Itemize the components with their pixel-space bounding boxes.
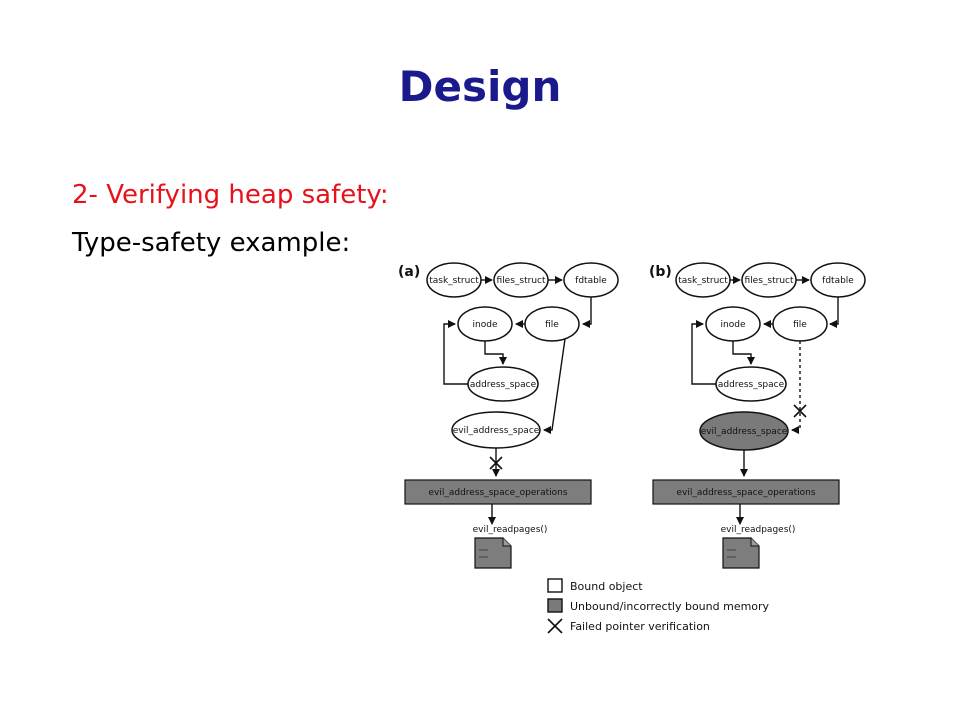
node-label: file xyxy=(545,320,559,330)
node-label: inode xyxy=(473,320,498,330)
document-icon xyxy=(722,537,760,569)
legend-item-bound: Bound object xyxy=(547,578,643,593)
slide-body-line: Type-safety example: xyxy=(72,228,351,258)
node-a-file: file xyxy=(524,306,580,342)
node-label: file xyxy=(793,320,807,330)
node-b-evil-ops: evil_address_space_operations xyxy=(652,479,840,505)
legend-item-failed: Failed pointer verification xyxy=(547,618,710,634)
node-b-task-struct: task_struct xyxy=(675,262,731,298)
node-a-fdtable: fdtable xyxy=(563,262,619,298)
panel-b-label: (b) xyxy=(649,264,672,280)
edge xyxy=(732,341,755,365)
node-label: fdtable xyxy=(822,276,854,286)
legend-label: Failed pointer verification xyxy=(570,620,710,633)
legend-item-unbound: Unbound/incorrectly bound memory xyxy=(547,598,770,613)
node-label: evil_address_space_operations xyxy=(428,488,567,498)
node-label: files_struct xyxy=(497,276,546,286)
panel-a-label: (a) xyxy=(398,264,420,280)
failed-verification-icon xyxy=(489,456,503,470)
failed-verification-icon xyxy=(547,618,563,634)
node-label: evil_address_space xyxy=(701,427,788,437)
edge xyxy=(829,297,839,328)
slide-subtitle: 2- Verifying heap safety: xyxy=(72,180,389,210)
node-b-address-space: address_space xyxy=(715,366,787,402)
node-a-evil-ops: evil_address_space_operations xyxy=(404,479,592,505)
node-a-task-struct: task_struct xyxy=(426,262,482,298)
node-a-address-space: address_space xyxy=(467,366,539,402)
node-b-files-struct: files_struct xyxy=(741,262,797,298)
node-label: inode xyxy=(721,320,746,330)
edge xyxy=(582,297,592,328)
node-label: task_struct xyxy=(678,276,728,286)
node-b-fdtable: fdtable xyxy=(810,262,866,298)
node-label: fdtable xyxy=(575,276,607,286)
legend-label: Unbound/incorrectly bound memory xyxy=(570,600,770,613)
legend-label: Bound object xyxy=(570,580,643,593)
document-icon xyxy=(474,537,512,569)
legend: Bound object Unbound/incorrectly bound m… xyxy=(547,578,770,634)
node-b-evil-readpages: evil_readpages() xyxy=(721,525,796,535)
node-label: evil_address_space_operations xyxy=(676,488,815,498)
node-b-inode: inode xyxy=(705,306,761,342)
node-a-inode: inode xyxy=(457,306,513,342)
node-a-evil-readpages: evil_readpages() xyxy=(473,525,548,535)
node-label: address_space xyxy=(470,380,537,390)
edge xyxy=(543,338,566,434)
node-a-files-struct: files_struct xyxy=(493,262,549,298)
node-a-evil-address-space: evil_address_space xyxy=(451,411,541,449)
node-label: evil_address_space xyxy=(453,426,540,436)
panel-a: (a) task_struct files_struct fdtable ino… xyxy=(398,262,619,569)
panel-b: (b) task_struct files_struct fdtable ino… xyxy=(649,262,866,569)
node-b-file: file xyxy=(772,306,828,342)
edge xyxy=(791,341,801,434)
node-b-evil-address-space: evil_address_space xyxy=(699,411,789,451)
slide-title: Design xyxy=(398,62,562,111)
bound-swatch-icon xyxy=(547,578,563,593)
edge xyxy=(443,320,468,385)
node-label: address_space xyxy=(718,380,785,390)
node-label: task_struct xyxy=(429,276,479,286)
unbound-swatch-icon xyxy=(547,598,563,613)
edge xyxy=(484,341,507,365)
failed-verification-icon xyxy=(793,404,807,418)
edge xyxy=(691,320,716,385)
node-label: files_struct xyxy=(745,276,794,286)
